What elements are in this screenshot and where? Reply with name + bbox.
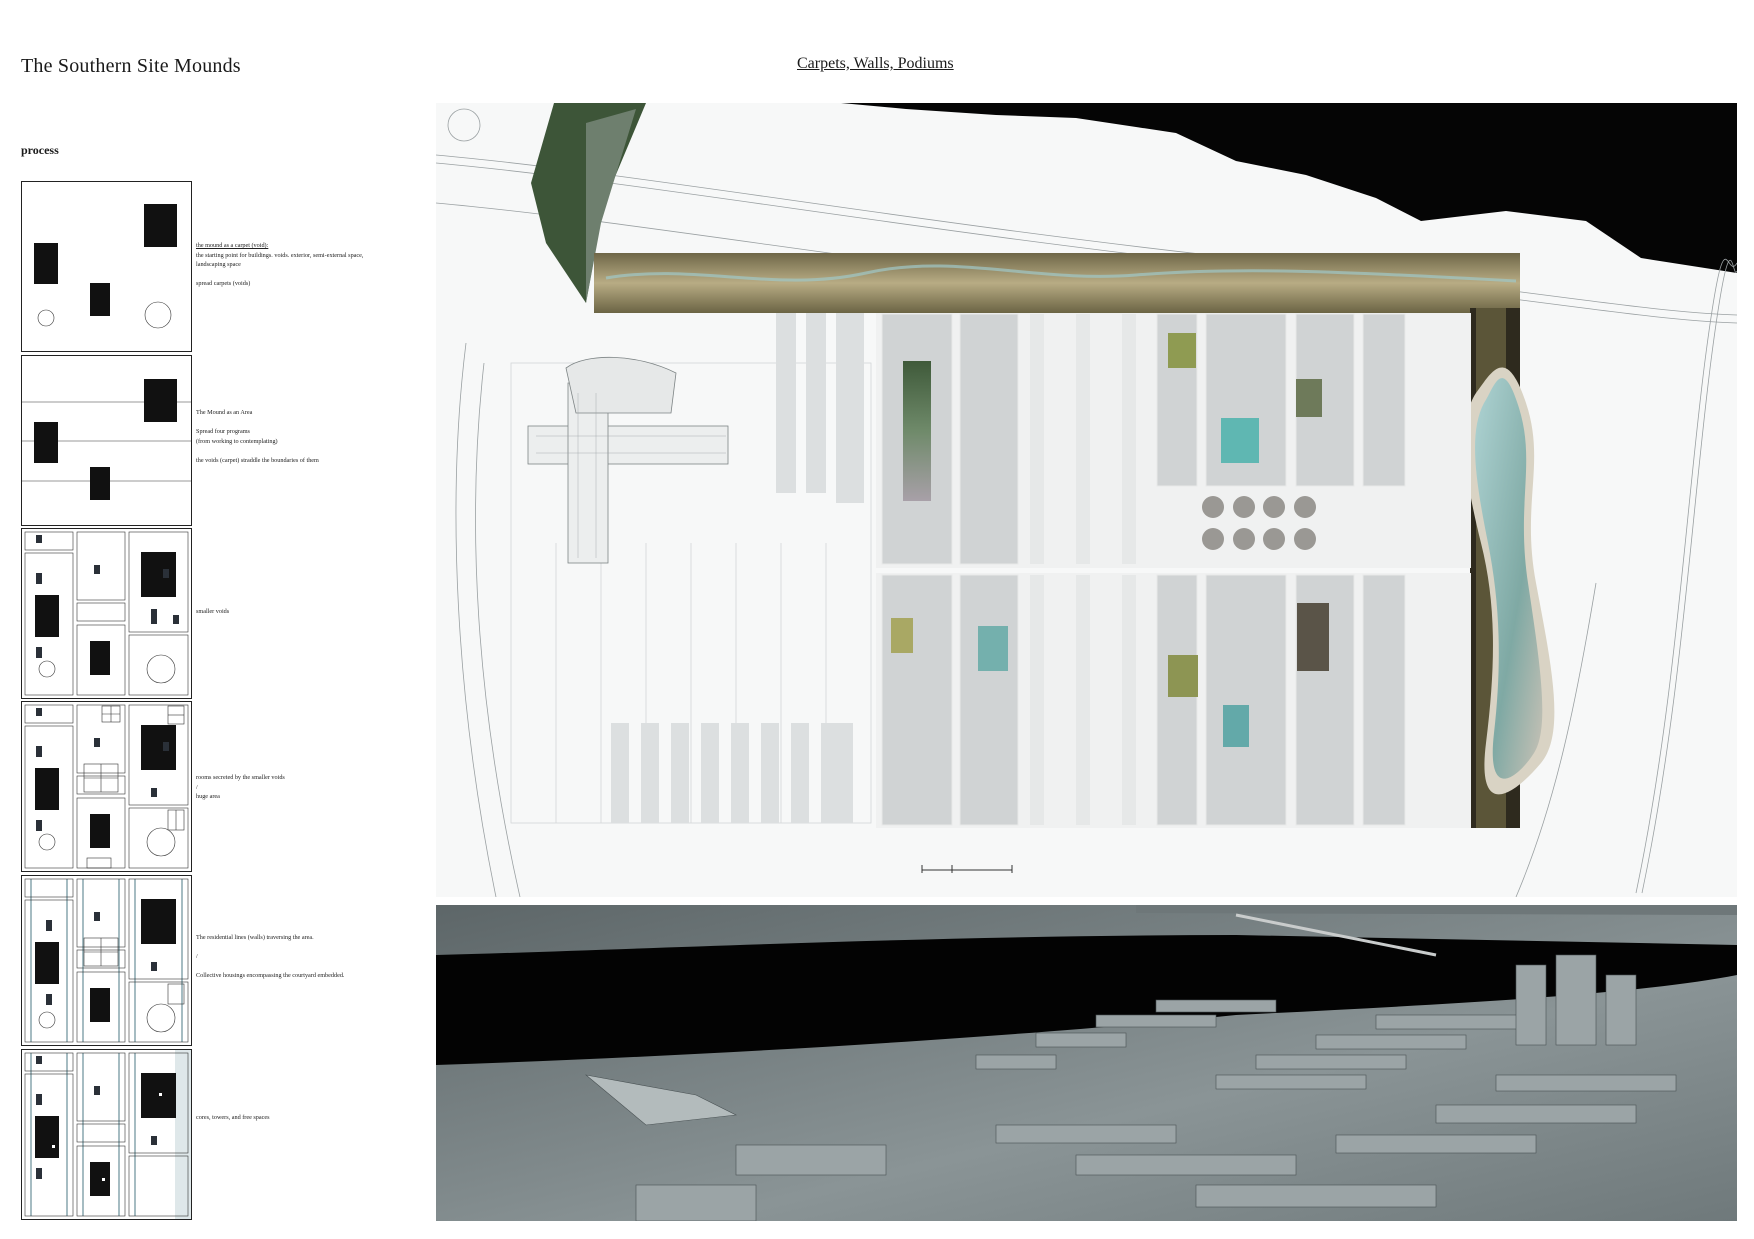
teal-pool — [1221, 418, 1259, 463]
sand-dune-carpet — [594, 253, 1520, 313]
process-note-2: The Mound as an Area Spread four program… — [196, 409, 319, 464]
process-note-6: cores, towers, and free spaces — [196, 1114, 270, 1121]
site-plan — [435, 103, 1738, 898]
process-step-6 — [21, 1049, 192, 1220]
green-void — [903, 361, 931, 501]
main-building — [527, 356, 729, 564]
process-note-3: smaller voids — [196, 608, 230, 615]
process-step-3 — [21, 528, 192, 699]
sea-band — [436, 935, 1737, 1065]
process-step-2 — [21, 355, 192, 526]
process-note-1: the mound as a carpet (void): the starti… — [196, 242, 364, 287]
process-step-5 — [21, 875, 192, 1046]
process-step-4 — [21, 701, 192, 872]
process-step-1 — [21, 181, 192, 352]
page-subtitle: Carpets, Walls, Podiums — [797, 55, 954, 72]
lake — [1475, 378, 1543, 779]
page-title: The Southern Site Mounds — [21, 55, 241, 77]
process-note-5: The residential lines (walls) traversing… — [196, 934, 345, 979]
sea-area — [841, 103, 1737, 273]
site-model-render — [436, 905, 1737, 1222]
process-label: process — [21, 143, 59, 157]
process-note-4: rooms secreted by the smaller voids / hu… — [196, 774, 285, 800]
